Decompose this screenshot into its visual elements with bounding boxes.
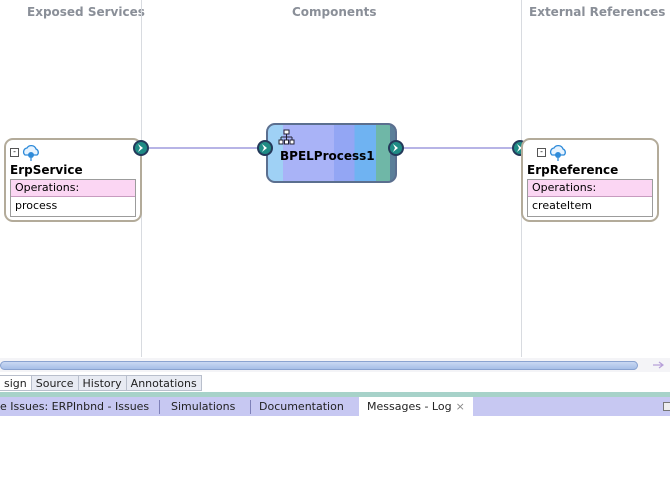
erp-reference-name: ErpReference (527, 163, 619, 177)
tab-documentation[interactable]: Documentation (259, 400, 344, 413)
erp-reference-header: - (537, 143, 568, 161)
bpel-input-port-icon[interactable] (257, 140, 273, 156)
web-service-icon (549, 144, 566, 161)
horizontal-scrollbar[interactable] (0, 358, 670, 372)
tab-simulations[interactable]: Simulations (171, 400, 236, 413)
close-icon[interactable]: × (455, 400, 465, 413)
bpel-process-name: BPELProcess1 (280, 149, 375, 163)
lane-title-external-references: External References (529, 5, 666, 19)
tab-design[interactable]: sign (0, 375, 32, 391)
collapse-icon[interactable]: - (10, 147, 19, 157)
scrollbar-thumb[interactable] (0, 361, 638, 370)
operation-item-process[interactable]: process (11, 197, 135, 216)
tab-messages-log[interactable]: Messages - Log× (359, 397, 473, 416)
tab-separator (250, 400, 251, 414)
tab-issues[interactable]: e Issues: ERPInbnd - Issues (0, 400, 150, 413)
erp-service-port-icon[interactable] (133, 140, 149, 156)
operations-header: Operations: (528, 180, 652, 197)
erp-service-header: - (10, 143, 41, 161)
operation-item-createitem[interactable]: createItem (528, 197, 652, 216)
panel-divider (0, 392, 670, 397)
tab-annotations[interactable]: Annotations (126, 375, 202, 391)
bpel-process-component[interactable]: BPELProcess1 (266, 123, 397, 183)
erp-reference-box[interactable]: - ErpReference Operations: createItem (521, 138, 659, 222)
tab-source[interactable]: Source (31, 375, 79, 391)
erp-service-box[interactable]: - ErpService Operations: process (4, 138, 142, 222)
erp-reference-operations: Operations: createItem (527, 179, 653, 217)
collapse-icon[interactable]: - (537, 147, 546, 157)
lane-title-exposed-services: Exposed Services (27, 5, 145, 19)
editor-tabs: sign Source History Annotations (0, 375, 202, 391)
bottom-panel-tabs: e Issues: ERPInbnd - Issues Simulations … (0, 397, 670, 416)
operations-header: Operations: (11, 180, 135, 197)
erp-service-operations: Operations: process (10, 179, 136, 217)
bpel-process-icon (278, 129, 295, 145)
tab-separator (159, 400, 160, 414)
wire-bpel-to-reference[interactable] (404, 147, 514, 149)
tab-history[interactable]: History (78, 375, 127, 391)
bpel-output-port-icon[interactable] (388, 140, 404, 156)
panel-menu-icon[interactable] (663, 402, 670, 411)
tab-messages-log-label: Messages - Log (367, 400, 452, 413)
wire-service-to-bpel[interactable] (149, 147, 259, 149)
erp-service-name: ErpService (10, 163, 83, 177)
lane-title-components: Components (292, 5, 377, 19)
scroll-right-arrow-icon[interactable] (652, 360, 666, 370)
web-service-icon (22, 144, 39, 161)
